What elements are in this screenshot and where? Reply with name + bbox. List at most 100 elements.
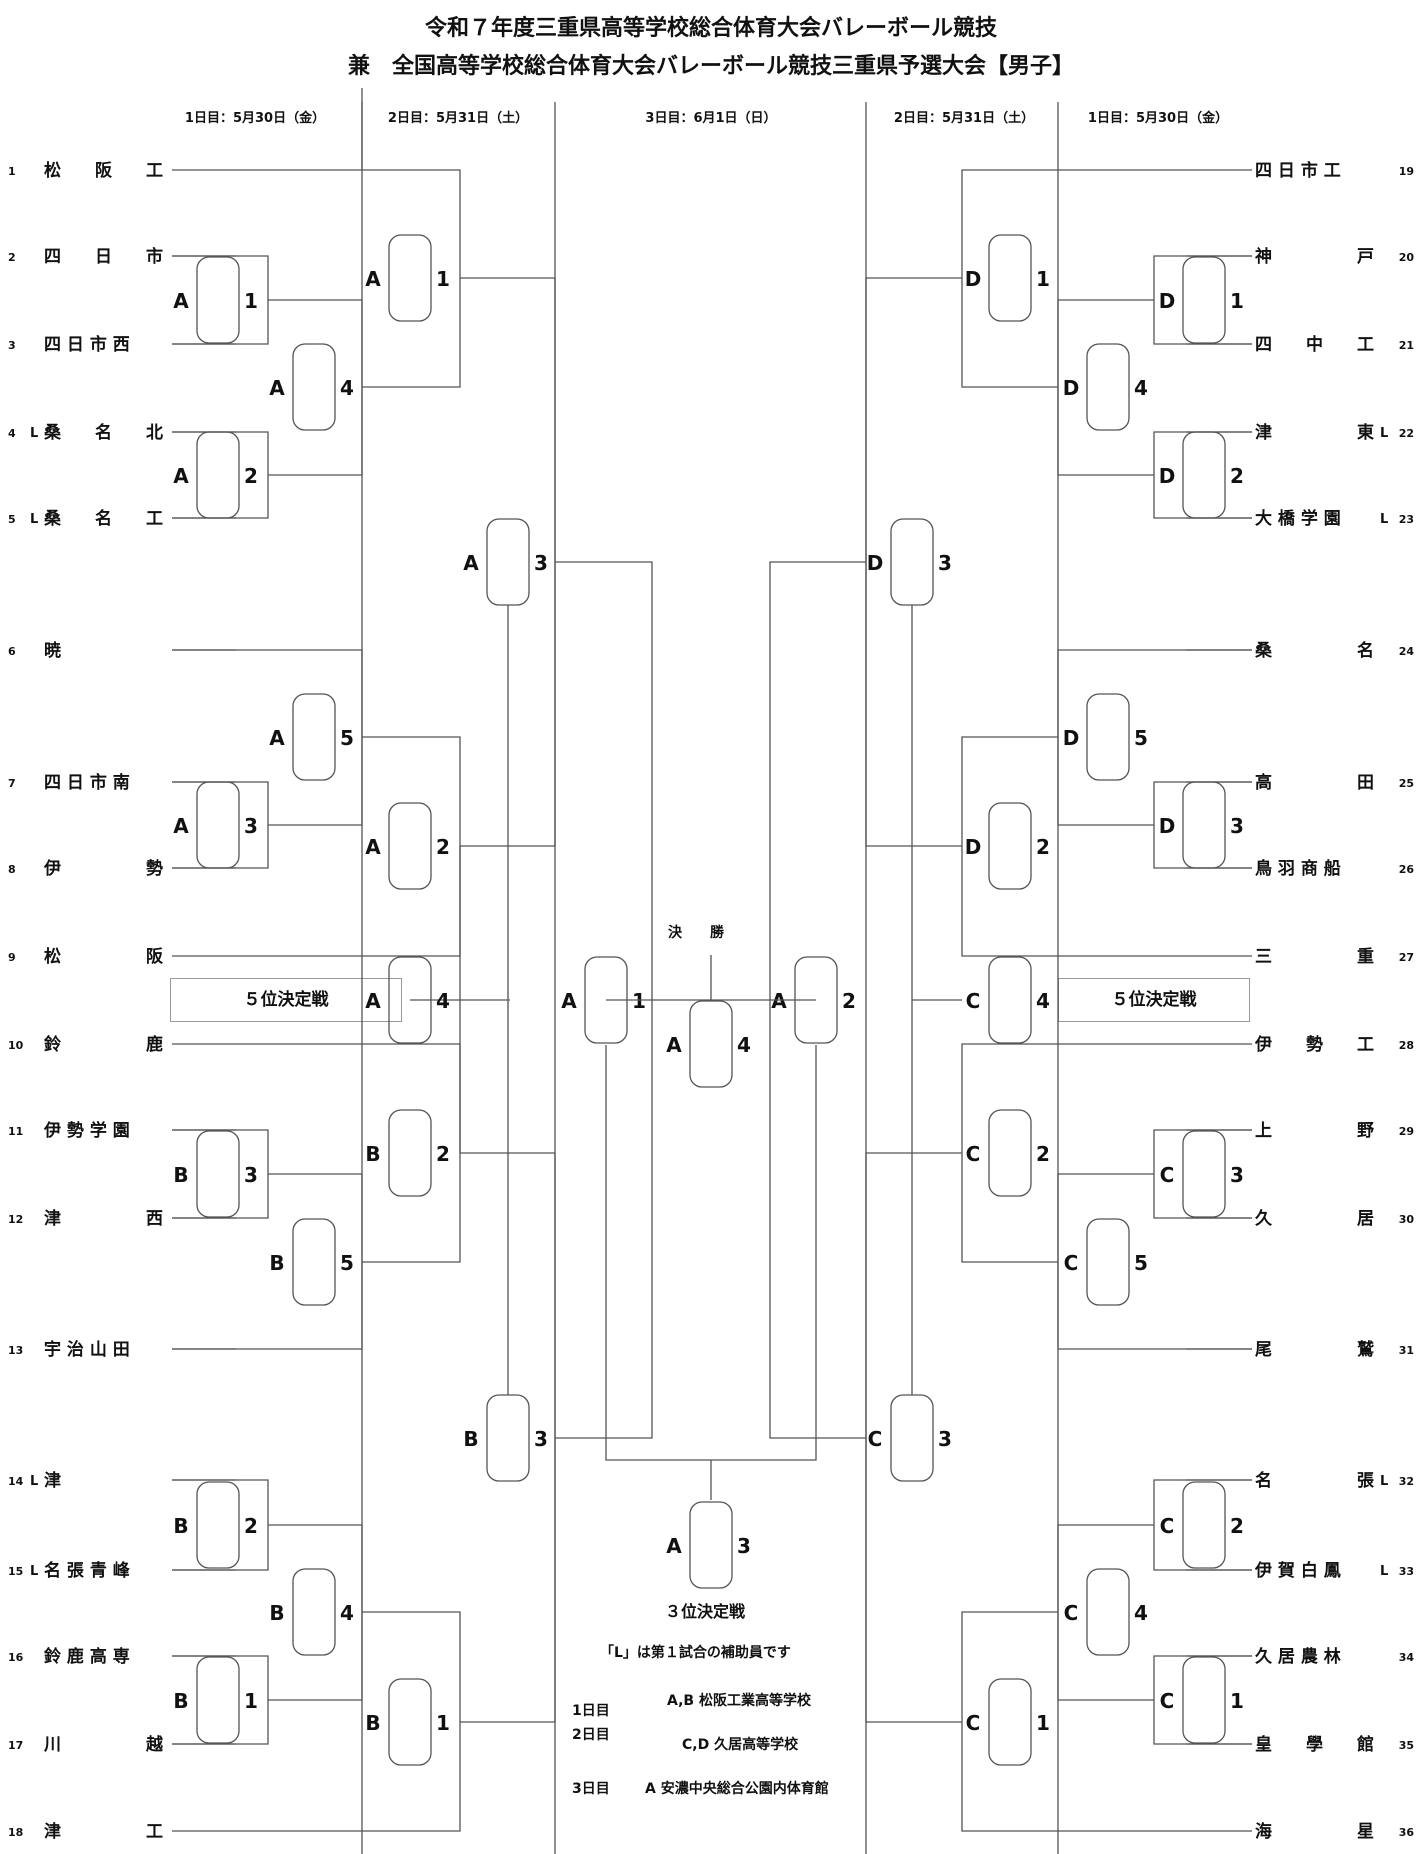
match-bracket <box>388 234 432 322</box>
match-number: 5 <box>340 1251 354 1275</box>
team-name: 鳥 羽 商 船 <box>1255 858 1341 879</box>
match-court: B <box>269 1601 284 1625</box>
team-number: 22 <box>1399 427 1414 440</box>
match-court: B <box>173 1163 188 1187</box>
match-number: 2 <box>436 835 450 859</box>
team-name: 宇 治 山 田 <box>44 1339 130 1360</box>
match-bracket <box>486 518 530 606</box>
day-header-center-3: 3日目：6月1日（日） <box>645 110 776 126</box>
team-name: 尾 鷲 <box>1255 1339 1374 1360</box>
team-name: 桑 名 <box>1255 640 1374 661</box>
team-name: 桑 名 工 <box>44 508 163 529</box>
team-name: 松 阪 工 <box>44 160 163 181</box>
team-number: 19 <box>1399 165 1414 178</box>
team-name: 大 橋 学 園 <box>1255 508 1341 529</box>
match-bracket <box>196 1130 240 1218</box>
l-note: 「L」は第１試合の補助員です <box>600 1645 791 1661</box>
match-court: D <box>1159 464 1176 488</box>
team-name: 津 西 <box>44 1208 163 1229</box>
team-number: 27 <box>1399 951 1414 964</box>
match-bracket <box>988 802 1032 890</box>
match-number: 1 <box>244 289 258 313</box>
final-label: 決 勝 <box>668 925 724 941</box>
fifth-place-band-right: ５位決定戦 <box>1058 978 1250 1022</box>
match-number: 2 <box>1230 464 1244 488</box>
match-court: C <box>966 1142 981 1166</box>
venue-day3: A 安濃中央総合公園内体育館 <box>645 1781 829 1797</box>
match-number: 2 <box>842 989 856 1013</box>
team-name: 津 工 <box>44 1821 163 1842</box>
bracket-line <box>236 1611 461 1832</box>
match-number: 2 <box>1036 1142 1050 1166</box>
match-court: A <box>173 814 189 838</box>
match-bracket <box>1182 1481 1226 1569</box>
team-name: 鈴 鹿 <box>44 1034 163 1055</box>
team-name: 四 日 市 <box>44 246 163 267</box>
team-name: 上 野 <box>1255 1121 1374 1141</box>
match-number: 3 <box>938 551 952 575</box>
team-number: 31 <box>1399 1344 1414 1357</box>
l-flag: L <box>1380 426 1388 441</box>
team-number: 21 <box>1399 339 1414 352</box>
match-bracket <box>689 1000 733 1088</box>
team-number: 34 <box>1399 1651 1415 1664</box>
match-number: 1 <box>436 1711 450 1735</box>
team-name: 四 日 市 南 <box>44 772 130 793</box>
team-name: 名 張 青 峰 <box>44 1560 131 1581</box>
match-court: B <box>173 1514 188 1538</box>
bracket-line <box>172 649 363 826</box>
match-number: 5 <box>1134 726 1148 750</box>
match-bracket <box>890 1394 934 1482</box>
match-court: A <box>771 989 787 1013</box>
match-court: C <box>868 1427 883 1451</box>
team-number: 29 <box>1399 1125 1414 1138</box>
match-number: 5 <box>1134 1251 1148 1275</box>
match-number: 3 <box>534 1427 548 1451</box>
team-number: 13 <box>8 1344 23 1357</box>
team-name: 伊 勢 学 園 <box>43 1120 130 1141</box>
match-court: D <box>1159 289 1176 313</box>
team-number: 15 <box>8 1565 23 1578</box>
venue-day3-label: 3日目 <box>572 1781 610 1797</box>
match-number: 1 <box>1230 289 1244 313</box>
match-number: 3 <box>244 1163 258 1187</box>
team-name: 暁 <box>44 640 61 661</box>
match-bracket <box>1182 256 1226 344</box>
team-number: 14 <box>8 1475 24 1488</box>
bracket-line <box>605 1045 817 1461</box>
match-number: 4 <box>340 376 354 400</box>
bracket-line <box>236 1043 461 1263</box>
team-number: 30 <box>1399 1213 1415 1226</box>
bracket-line <box>236 169 461 388</box>
team-name: 伊 勢 <box>43 858 163 879</box>
venue-day1-label: 1日目 <box>572 1703 610 1719</box>
match-number: 4 <box>737 1033 751 1057</box>
team-number: 25 <box>1399 777 1414 790</box>
team-number: 10 <box>8 1039 24 1052</box>
team-name: 神 戸 <box>1255 246 1374 267</box>
team-name: 海 星 <box>1255 1821 1374 1842</box>
match-court: C <box>1160 1163 1175 1187</box>
match-bracket <box>890 518 934 606</box>
team-number: 8 <box>8 863 16 876</box>
team-number: 28 <box>1399 1039 1414 1052</box>
match-court: D <box>1063 376 1080 400</box>
team-number: 6 <box>8 645 16 658</box>
match-number: 2 <box>1230 1514 1244 1538</box>
team-number: 17 <box>8 1739 23 1752</box>
venue-cd: C,D 久居高等学校 <box>682 1737 799 1753</box>
match-bracket <box>388 956 432 1044</box>
match-court: C <box>1160 1689 1175 1713</box>
match-number: 4 <box>436 989 450 1013</box>
match-bracket <box>1182 431 1226 519</box>
team-number: 2 <box>8 251 16 264</box>
match-court: A <box>561 989 577 1013</box>
match-number: 2 <box>1036 835 1050 859</box>
team-number: 4 <box>8 427 16 440</box>
team-number: 33 <box>1399 1565 1414 1578</box>
match-number: 3 <box>1230 1163 1244 1187</box>
match-bracket <box>486 1394 530 1482</box>
team-number: 18 <box>8 1826 23 1839</box>
title-line-2: 兼 全国高等学校総合体育大会バレーボール競技三重県予選大会【男子】 <box>347 54 1074 79</box>
